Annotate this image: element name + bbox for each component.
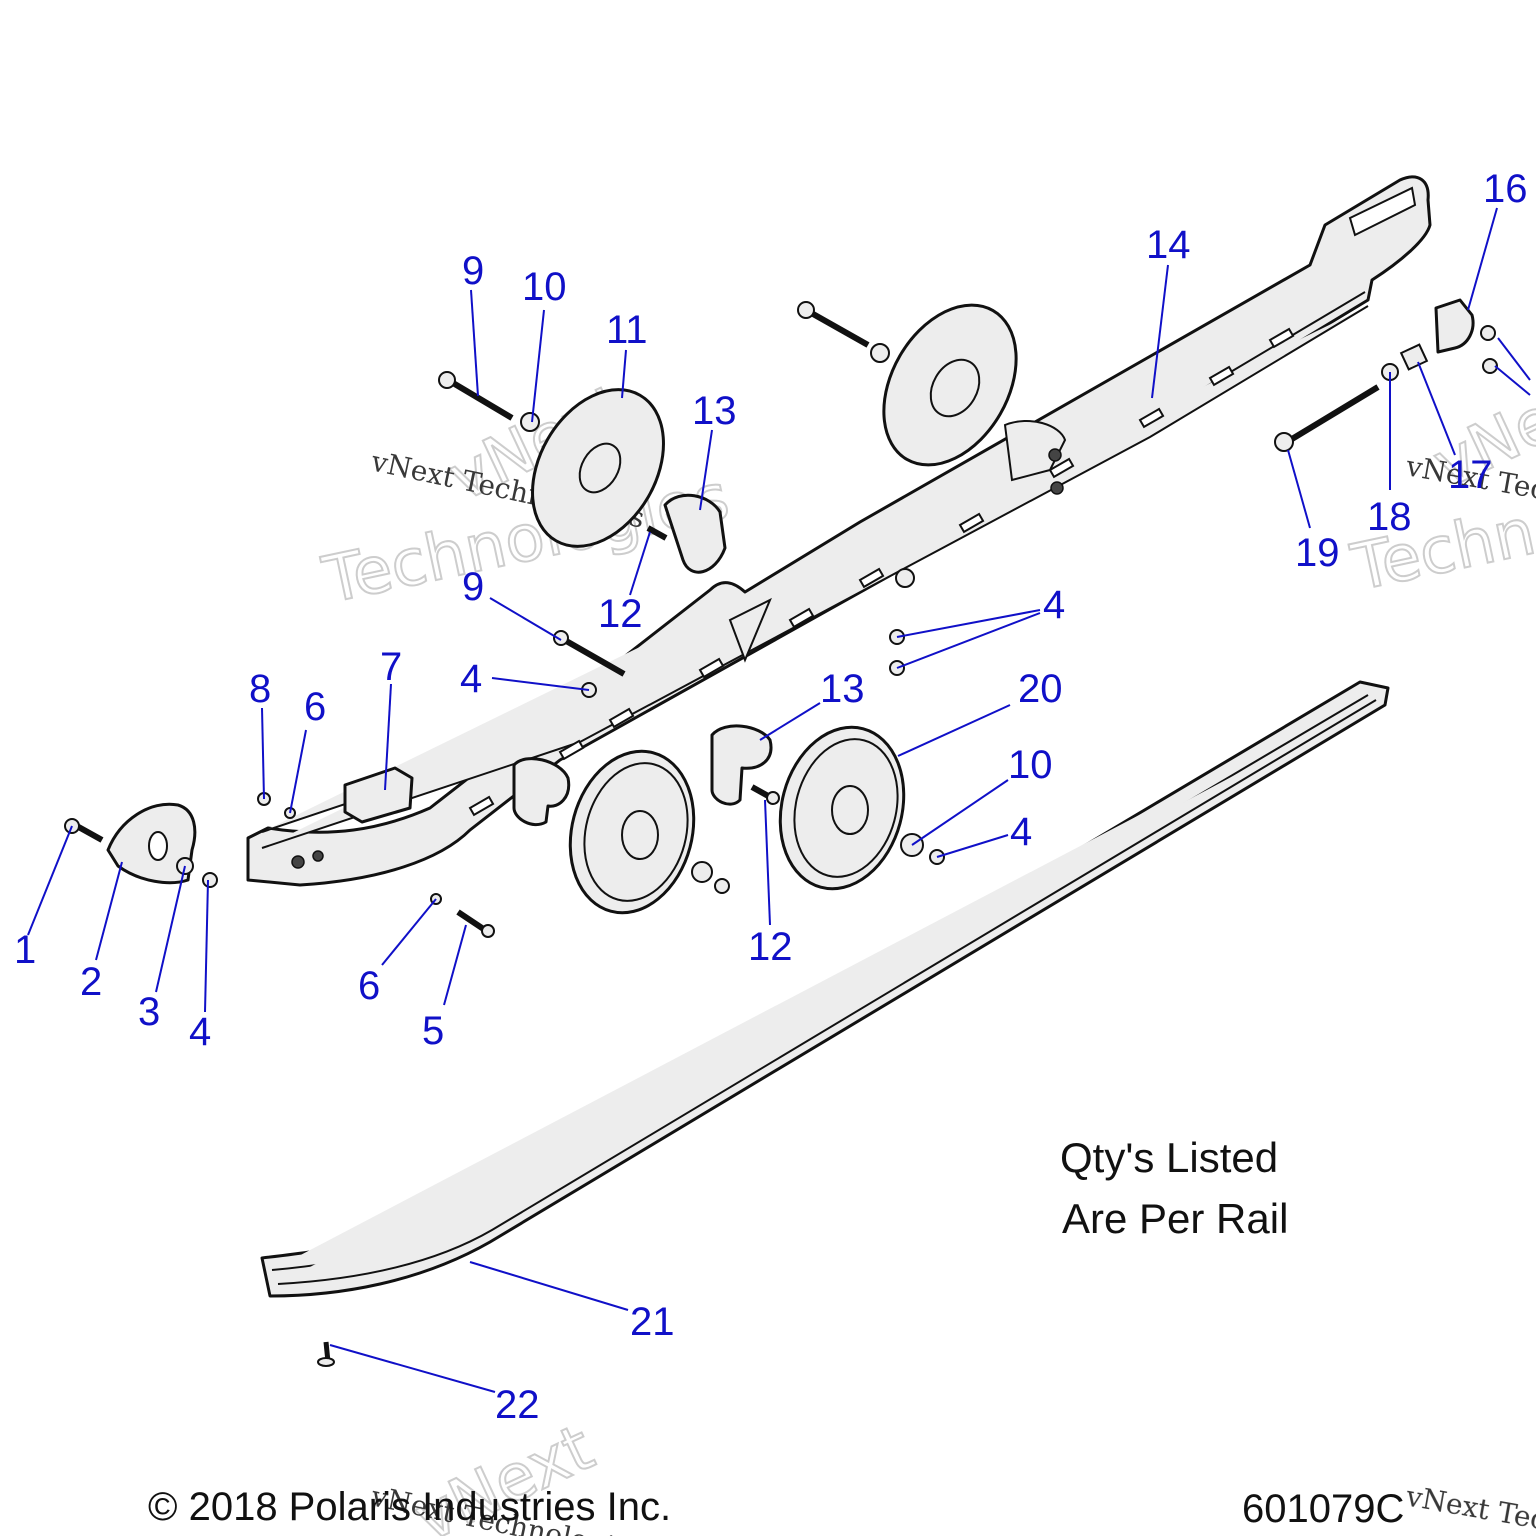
bolts-16 [1480, 325, 1498, 374]
callout-20: 20 [1018, 667, 1063, 711]
callout-18: 18 [1367, 495, 1412, 539]
bolt-19 [1274, 384, 1380, 452]
figure-number: 601079C [1242, 1487, 1404, 1531]
callout-9-a: 9 [462, 249, 484, 293]
bracket-16 [1434, 298, 1475, 354]
axle-housing-left [512, 757, 571, 827]
callout-4-c: 4 [1043, 583, 1065, 627]
callout-labels: 1 2 3 4 4 4 4 4 5 6 6 7 8 9 9 10 10 11 1… [14, 167, 1528, 1427]
callout-13-a: 13 [692, 389, 737, 433]
wheel-lower-left [568, 749, 696, 915]
callout-5: 5 [422, 1009, 444, 1053]
callout-4-d: 4 [1010, 810, 1032, 854]
rivet-22 [317, 1341, 335, 1367]
callout-19: 19 [1295, 531, 1340, 575]
callout-4-b: 4 [460, 657, 482, 701]
nut-10-upper [520, 412, 540, 432]
wheel-20 [778, 725, 906, 891]
callout-16: 16 [1483, 167, 1528, 211]
axle-housing-13-lower [710, 724, 773, 806]
callout-8: 8 [249, 667, 271, 711]
callout-6-b: 6 [358, 964, 380, 1008]
callout-14: 14 [1146, 223, 1191, 267]
callout-17: 17 [1448, 453, 1493, 497]
spacer-17 [1399, 343, 1429, 371]
fasteners [64, 301, 1498, 1367]
note-line-1: Qty's Listed [1060, 1134, 1278, 1181]
callout-13-b: 13 [820, 667, 865, 711]
washer-lower-center [691, 861, 730, 894]
callout-2: 2 [80, 960, 102, 1004]
end-cap-2 [106, 802, 197, 885]
leader-lines [27, 207, 1531, 1393]
bolt-12-lower [750, 784, 780, 805]
rail-14 [246, 175, 1432, 887]
idler-wheel-11 [531, 388, 665, 548]
axle-housing-13-upper [663, 493, 727, 574]
nut-4-a [202, 872, 218, 888]
slide-21 [260, 680, 1390, 1298]
callout-10-b: 10 [1008, 743, 1053, 787]
callout-11: 11 [606, 308, 648, 352]
callout-6-a: 6 [304, 685, 326, 729]
bolt-9-upper [438, 371, 514, 421]
watermark-tag-4: vNext Technologies [1403, 1479, 1536, 1536]
callout-22: 22 [495, 1383, 540, 1427]
note-line-2: Are Per Rail [1062, 1195, 1288, 1242]
callout-21: 21 [630, 1300, 675, 1344]
bolt-upper-right [797, 301, 890, 363]
callout-1: 1 [14, 928, 36, 972]
copyright-text: © 2018 Polaris Industries Inc. [148, 1485, 671, 1529]
idler-wheel-upper-right [882, 303, 1018, 467]
callout-12-a: 12 [598, 592, 643, 636]
callout-4-a: 4 [189, 1010, 211, 1054]
bolt-9-lower [553, 630, 626, 677]
rail-slots [468, 327, 1295, 817]
bolt-12-upper [646, 525, 668, 541]
callout-7: 7 [380, 645, 402, 689]
block-7 [343, 766, 414, 824]
callout-12-b: 12 [748, 925, 793, 969]
callout-10-a: 10 [522, 265, 567, 309]
callout-3: 3 [138, 990, 160, 1034]
callout-9-b: 9 [462, 565, 484, 609]
bolt-5 [456, 909, 495, 938]
